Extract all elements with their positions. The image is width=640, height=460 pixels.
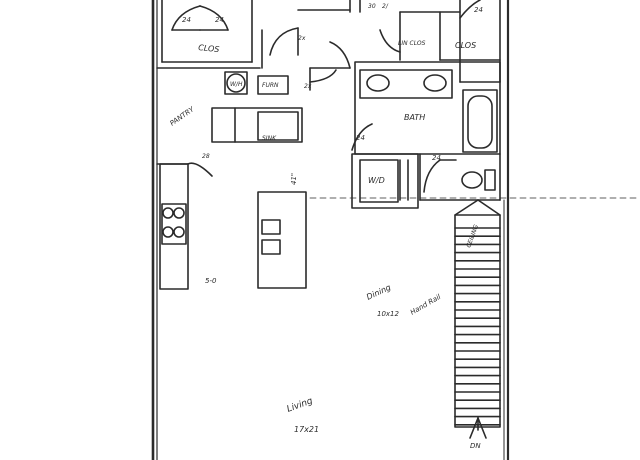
down-label: DN xyxy=(470,442,481,450)
closet-label-right: CLOS xyxy=(455,41,476,50)
closet-top-left xyxy=(161,0,253,63)
kitchen xyxy=(156,67,337,290)
washer-dryer-label: W/D xyxy=(368,176,385,185)
sink-label: SINK xyxy=(262,135,277,142)
door-size-c: 24 xyxy=(215,16,224,24)
staircase xyxy=(454,199,501,439)
door-size-g: 2x xyxy=(304,83,312,90)
closet-label-left: CLOS xyxy=(198,43,220,54)
pantry-label: PANTRY xyxy=(169,105,197,128)
island-note: 41" xyxy=(290,173,298,185)
door-size-a: 24 xyxy=(356,134,365,142)
bath-label: BATH xyxy=(404,113,425,122)
linen-closet-label: LIN CLOS xyxy=(398,40,426,47)
hand-rail-label: Hand Rail xyxy=(409,293,442,317)
exterior-walls xyxy=(151,0,510,460)
living-dims: 17x21 xyxy=(294,425,319,434)
furnace-label: FURN xyxy=(262,82,279,89)
door-size-d: 24 xyxy=(182,16,191,24)
door-size-h: 28 xyxy=(202,153,210,160)
water-heater-label: W/H xyxy=(230,81,243,88)
door-size-j: 2/ xyxy=(382,3,389,10)
hall-walls xyxy=(261,0,361,69)
laundry xyxy=(351,123,419,209)
door-size-f: 2x xyxy=(298,35,306,42)
dining-label: Dining xyxy=(365,283,392,302)
cabinet-length-label: 5-0 xyxy=(205,277,217,285)
door-size-b: 24 xyxy=(432,154,441,162)
bathroom xyxy=(354,61,501,201)
door-size-e: 24 xyxy=(474,6,483,14)
dining-dims: 10x12 xyxy=(377,310,400,318)
living-label: Living xyxy=(286,396,315,415)
door-size-i: 30 xyxy=(368,3,376,10)
